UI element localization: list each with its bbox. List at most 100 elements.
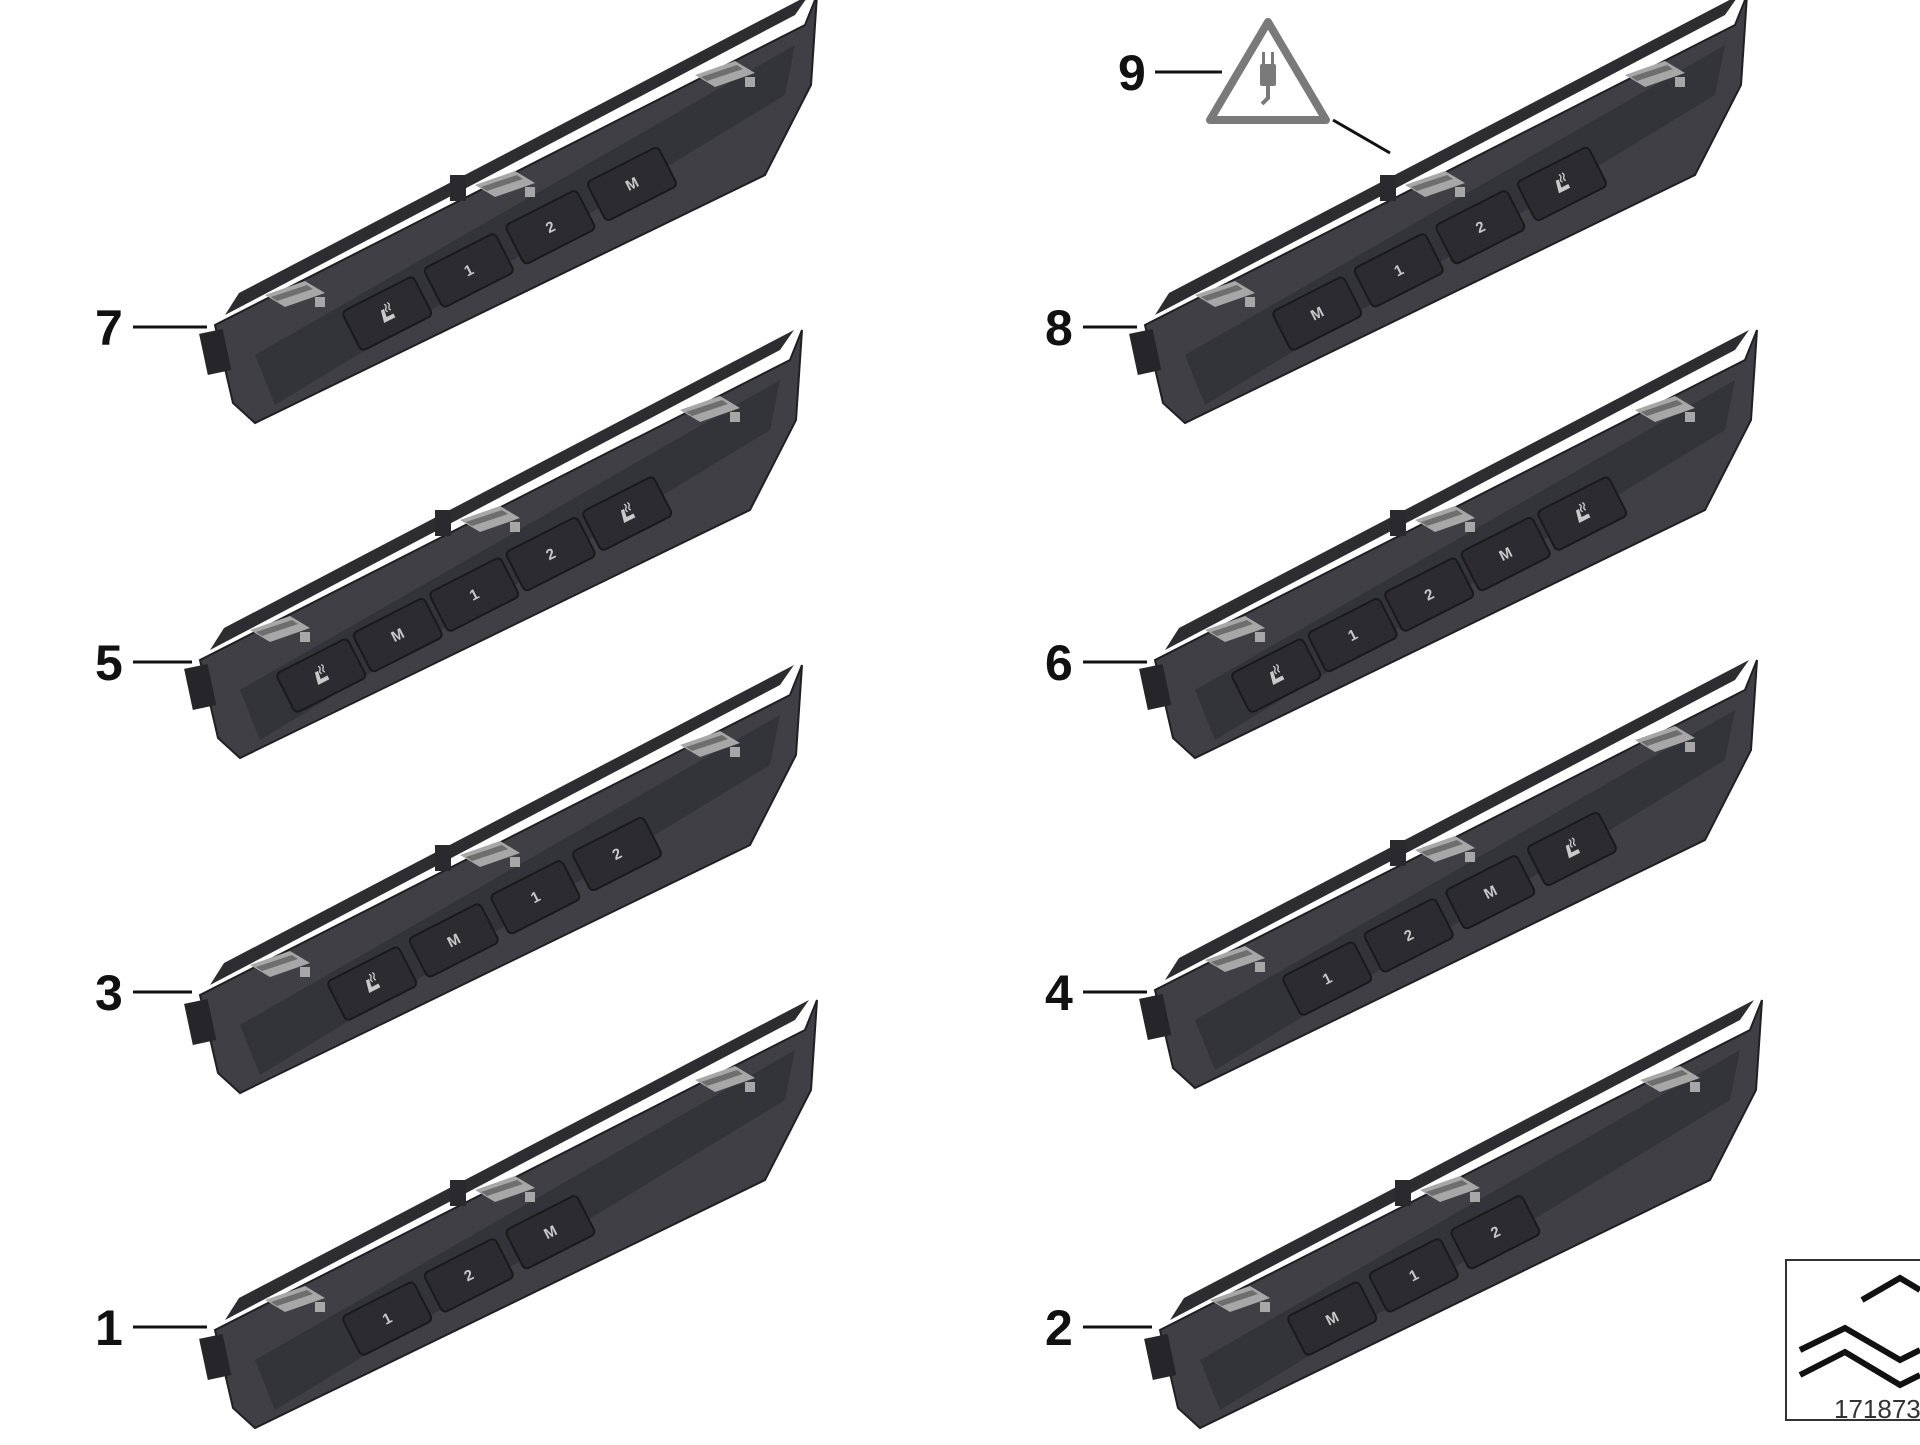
module-top-ridge (1165, 660, 1749, 980)
memory-button: M (1272, 276, 1363, 351)
part-number-9: 9 (1118, 45, 1146, 101)
mounting-clip-middle (1420, 1176, 1480, 1202)
memory-button: M (505, 1195, 596, 1270)
module-top-ridge (210, 665, 794, 985)
module-tab (1390, 840, 1406, 866)
module-tab (435, 510, 451, 536)
module-top-ridge (210, 330, 794, 650)
memory-button (327, 946, 418, 1021)
mounting-clip-right (695, 61, 755, 87)
mounting-clip-middle (475, 171, 535, 197)
diagram-code-box: 171873 (1785, 1259, 1920, 1424)
memory-button (582, 476, 673, 551)
memory-button: 2 (1384, 557, 1475, 632)
memory-button: 1 (1282, 941, 1373, 1016)
mounting-clip-left (1195, 281, 1255, 307)
mounting-clip-left (250, 616, 310, 642)
mounting-clip-right (1625, 61, 1685, 87)
module-tab (1380, 175, 1396, 201)
memory-button: 2 (423, 1238, 514, 1313)
memory-button: 2 (505, 190, 596, 265)
module-top-ridge (1155, 0, 1736, 315)
memory-button: M (1287, 1281, 1378, 1356)
mounting-clip-right (680, 731, 740, 757)
electrical-plug-warning-icon (1206, 18, 1330, 124)
mounting-clip-right (1635, 726, 1695, 752)
memory-button (1527, 811, 1617, 887)
part-number-7: 7 (95, 300, 123, 356)
module-connector (1129, 328, 1162, 376)
module-connector (199, 1333, 232, 1381)
memory-button: 1 (1307, 598, 1398, 673)
memory-button: 1 (429, 557, 520, 632)
module-top-ridge (225, 1000, 809, 1320)
switch-module-5: M12 5 (95, 329, 803, 760)
mounting-clip-middle (460, 841, 520, 867)
switch-module-4: 12M 4 (1045, 659, 1758, 1090)
module-connector (199, 328, 232, 376)
part-number-5: 5 (95, 635, 123, 691)
module-top-ridge (1170, 1000, 1754, 1320)
memory-button: 2 (572, 816, 662, 892)
part-number-4: 4 (1045, 965, 1073, 1021)
memory-button (1537, 476, 1628, 551)
module-tab (1395, 1180, 1411, 1206)
module-connector (184, 998, 217, 1046)
mounting-clip-left (1210, 1286, 1270, 1312)
mounting-clip-right (1635, 396, 1695, 422)
mounting-clip-right (680, 396, 740, 422)
memory-button (1517, 146, 1607, 222)
memory-button: M (1445, 855, 1536, 930)
module-tab (1390, 510, 1406, 536)
mounting-clip-left (265, 1286, 325, 1312)
memory-button: M (587, 146, 677, 222)
mounting-clip-middle (1415, 506, 1475, 532)
mounting-clip-left (265, 281, 325, 307)
diagram-code: 171873 (1834, 1394, 1920, 1424)
part-number-3: 3 (95, 965, 123, 1021)
memory-button: 2 (1435, 190, 1526, 265)
memory-button: 1 (423, 233, 514, 308)
mounting-clip-left (250, 951, 310, 977)
module-tab (435, 845, 451, 871)
callout-part-9: 9 (1118, 18, 1391, 155)
part-number-8: 8 (1045, 300, 1073, 356)
memory-button: 2 (505, 517, 596, 592)
mounting-clip-right (1640, 1066, 1700, 1092)
module-top-ridge (1165, 330, 1749, 650)
switch-module-3: M12 3 (95, 664, 803, 1095)
part-number-2: 2 (1045, 1300, 1073, 1356)
module-top-ridge (225, 0, 806, 315)
memory-button: 2 (1363, 898, 1454, 973)
module-connector (1139, 993, 1172, 1041)
memory-button: M (408, 903, 499, 978)
mounting-clip-middle (1415, 836, 1475, 862)
memory-button (1231, 638, 1322, 713)
mounting-clip-right (695, 1066, 755, 1092)
memory-button: 1 (1368, 1238, 1459, 1313)
memory-button: 1 (342, 1281, 433, 1356)
part-number-1: 1 (95, 1300, 123, 1356)
module-tab (450, 1180, 466, 1206)
module-connector (184, 663, 217, 711)
mounting-clip-middle (475, 1176, 535, 1202)
memory-button: M (1460, 517, 1551, 592)
memory-button: 1 (490, 860, 581, 935)
mounting-clip-middle (1405, 171, 1465, 197)
memory-button: 2 (1450, 1195, 1541, 1270)
switch-module-6: 12M 6 (1045, 329, 1758, 760)
memory-button: M (352, 598, 443, 673)
mounting-clip-left (1205, 946, 1265, 972)
mounting-clip-middle (460, 506, 520, 532)
memory-button: 1 (1353, 233, 1444, 308)
switch-module-8: M12 8 (1045, 0, 1748, 425)
memory-button (276, 638, 367, 713)
part-number-6: 6 (1045, 635, 1073, 691)
memory-button (342, 276, 433, 351)
module-connector (1139, 663, 1172, 711)
module-tab (450, 175, 466, 201)
